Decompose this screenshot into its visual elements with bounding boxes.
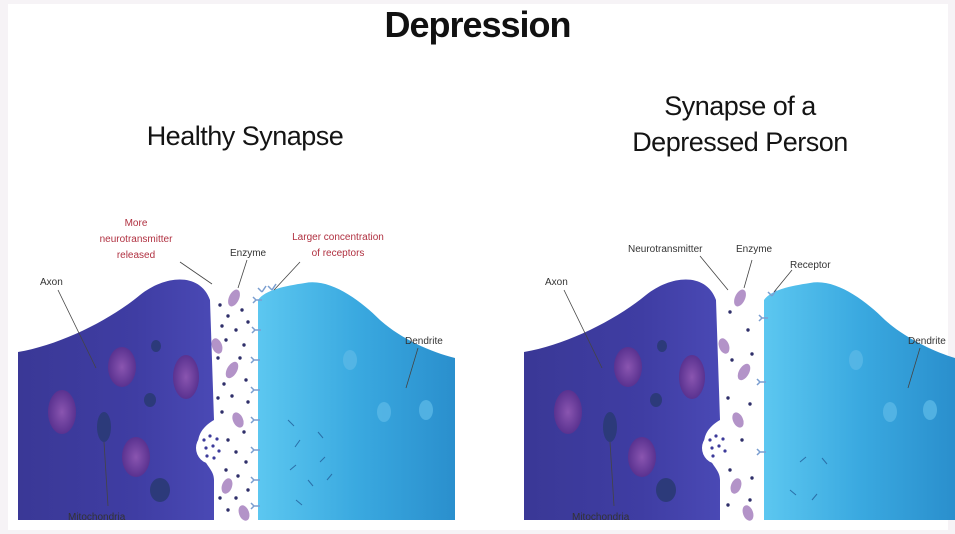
mitochondrion [151,340,161,352]
larger-conc-label-line-1: Larger concentration [292,232,384,243]
mitochondrion [554,390,582,434]
healthy-synapse: Axon Mitochondria Enzyme Dendrite More n… [18,218,455,523]
mitochondrion [108,347,136,387]
mitochondrion [679,355,705,399]
receptor-label-right: Receptor [790,260,831,271]
more-nt-label-line-1: More [125,218,148,229]
mitochondrion [628,437,656,477]
mitochondrion [122,437,150,477]
neurotransmitters-right [726,310,753,506]
neurotransmitter-label-right: Neurotransmitter [628,244,703,255]
mitochondrion [97,412,111,442]
mitochondria-label-left: Mitochondria [68,512,126,523]
more-nt-label-line-2: neurotransmitter [100,234,173,245]
dendrite-label-right: Dendrite [908,336,946,347]
dendrite-right [764,282,955,520]
mitochondrion [603,412,617,442]
neurotransmitters-left [216,303,249,511]
vesicle-right [702,432,734,464]
axon-terminal-left [18,279,214,520]
mitochondrion [173,355,199,399]
more-nt-label-line-3: released [117,250,155,261]
mitochondrion [657,340,667,352]
enzyme-label-right: Enzyme [736,244,773,255]
mitochondrion [150,478,170,502]
mitochondrion [650,393,662,407]
mitochondrion [48,390,76,434]
enzyme-label-left: Enzyme [230,248,267,259]
mitochondrion [144,393,156,407]
axon-terminal-right [524,279,720,520]
enzymes-left [210,288,252,522]
larger-conc-label-line-2: of receptors [312,248,365,259]
axon-label-left: Axon [40,277,63,288]
mitochondria-label-right: Mitochondria [572,512,630,523]
mitochondrion [614,347,642,387]
mitochondrion [656,478,676,502]
vesicle-left [196,432,228,464]
depressed-synapse: Axon Mitochondria Neurotransmitter Enzym… [524,244,955,523]
axon-label-right: Axon [545,277,568,288]
dendrite-label-left: Dendrite [405,336,443,347]
